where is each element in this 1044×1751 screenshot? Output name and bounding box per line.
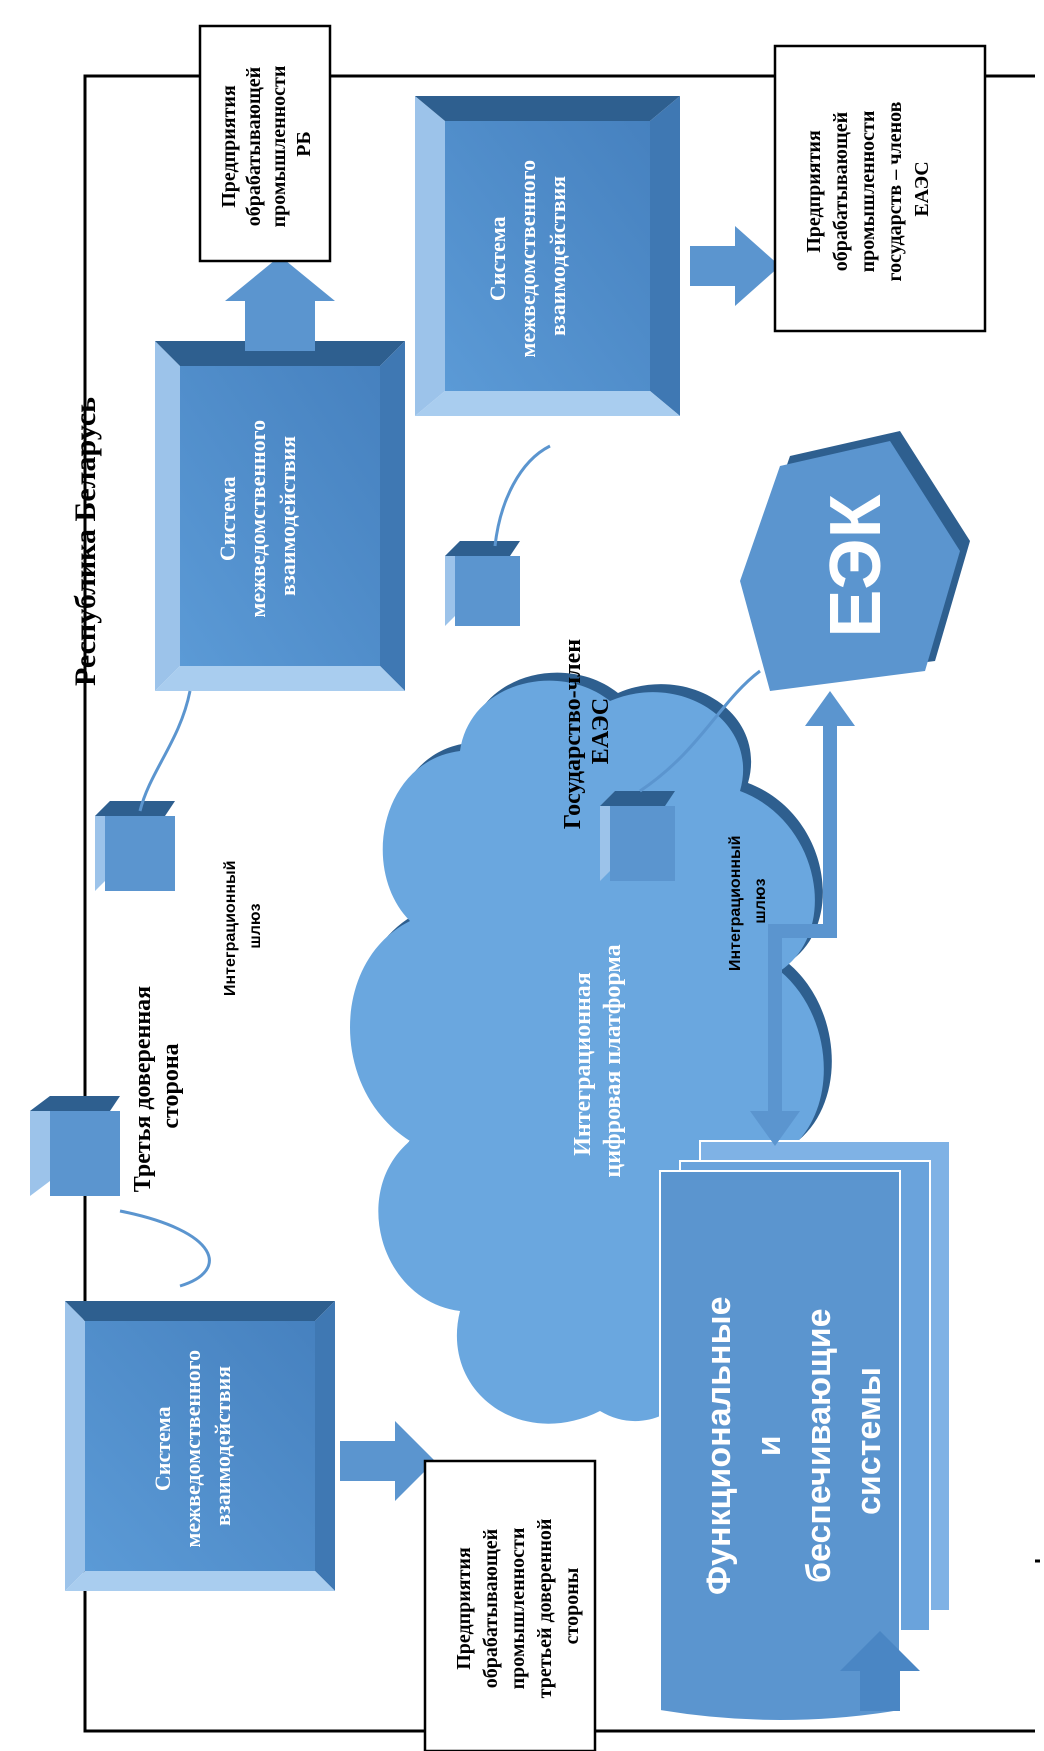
svg-text:Предприятия обрабатывающ: Предприятия обрабатывающей промышленност…: [218, 61, 315, 228]
arrow-to-enterprises-member: [690, 226, 780, 306]
functional-systems: Функциональные и беспечивающие системы: [659, 1140, 951, 1722]
svg-text:Предприятия обрабатывающ: Предприятия обрабатывающей промышленност…: [803, 97, 933, 282]
arrow-to-enterprises-rb: [225, 256, 335, 351]
gateway-label-rb: Интеграционный шлюз: [222, 856, 264, 996]
arrow-to-enterprises-third: [340, 1421, 435, 1501]
line-third-cube: [119, 1209, 211, 1288]
eek-hexagon: ЕЭК: [740, 431, 970, 691]
svg-text:Предприятия обрабатывающ: Предприятия обрабатывающей промышленност…: [453, 1514, 583, 1699]
system-box-rb: Система межведомственного взаимодействия: [155, 341, 405, 691]
line-rb-cube: [138, 690, 192, 812]
enterprises-third-box: Предприятия обрабатывающей промышленност…: [423, 1459, 597, 1751]
eek-label: ЕЭК: [816, 493, 896, 637]
connector-functional-eek: [750, 691, 855, 1146]
system-rb-label: Система межведомственного взаимодействия: [215, 414, 300, 617]
line-platform-cube-eek: [639, 669, 761, 793]
cube-rb-gateway: [95, 801, 175, 891]
cube-member-gateway: [445, 541, 520, 626]
enterprises-rb-box: Предприятия обрабатывающей промышленност…: [198, 24, 332, 263]
cube-third-party: [30, 1096, 120, 1196]
system-box-third: Система межведомственного взаимодействия: [65, 1301, 335, 1591]
line-member-cube: [493, 444, 551, 547]
third-party-label: Третья доверенная сторона: [130, 980, 184, 1192]
member-state-label: Государство-член ЕАЭС: [560, 633, 614, 829]
title-belarus: Республика Беларусь: [69, 397, 102, 686]
platform-label: Интеграционная цифровая платформа: [570, 944, 626, 1177]
system-box-member: Система межведомственного взаимодействия: [415, 96, 680, 416]
functional-systems-label: Функциональные и беспечивающие системы: [700, 1287, 888, 1595]
cube-member-state-gateway: [600, 791, 675, 881]
system-member-label: Система межведомственного взаимодействия: [485, 154, 570, 357]
enterprises-member-box: Предприятия обрабатывающей промышленност…: [773, 44, 987, 333]
system-third-label: Система межведомственного взаимодействия: [150, 1344, 235, 1547]
gateway-label-member: Интеграционный шлюз: [727, 831, 769, 971]
